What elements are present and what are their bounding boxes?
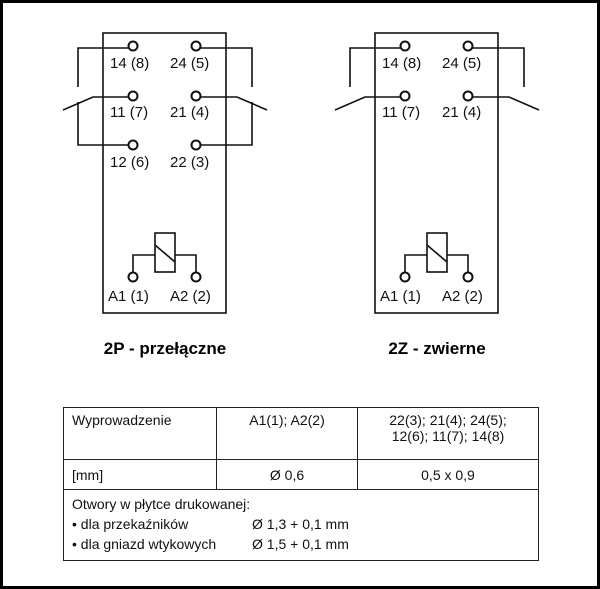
pin-12 [127,139,139,151]
cell-line: 12(6); 11(7); 14(8) [391,428,505,444]
coil-icon [127,232,202,283]
note-value: Ø 1,3 + 0,1 mm [252,516,349,532]
pin-label: 11 (7) [382,104,420,121]
notes-cell: Otwory w płytce drukowanej: • dla przeka… [63,489,539,561]
note-line: • dla przekaźników Ø 1,3 + 0,1 mm [72,514,530,534]
coil-label: A1 (1) [108,288,149,305]
diagram-2z: 14 (8) 24 (5) 11 (7) 21 (4) A1 (1) A2 (2… [334,32,540,358]
table-cell: A1(1); A2(2) [216,407,358,460]
note-label: • dla przekaźników [72,516,189,532]
coil-label: A2 (2) [170,288,211,305]
relay-body [102,32,227,314]
pin-label: 24 (5) [170,55,209,72]
contact-1-wiring [62,47,133,146]
caption-2p: 2P - przełączne [104,339,227,358]
coil-label: A2 (2) [442,288,483,305]
contact-1-wiring [334,47,405,111]
note-value: Ø 1,5 + 0,1 mm [252,536,349,552]
pin-24 [462,40,474,52]
caption-2z: 2Z - zwierne [388,339,485,358]
relay-body [374,32,499,314]
table-row: Wyprowadzenie A1(1); A2(2) 22(3); 21(4);… [63,407,539,460]
pin-24 [190,40,202,52]
note-label: • dla gniazd wtykowych [72,536,217,552]
table-cell: [mm] [63,459,217,490]
pin-label: 14 (8) [110,55,149,72]
coil-icon [399,232,474,283]
note-title: Otwory w płytce drukowanej: [72,496,251,512]
pin-label: 14 (8) [382,55,421,72]
pin-11 [399,90,411,102]
pin-label: 22 (3) [170,154,209,171]
table-row: Otwory w płytce drukowanej: • dla przeka… [63,489,539,561]
pin-label: 21 (4) [442,104,481,121]
pin-label: 12 (6) [110,154,149,171]
pin-21 [190,90,202,102]
pin-label: 24 (5) [442,55,481,72]
table-cell: Ø 0,6 [216,459,358,490]
table-row: [mm] Ø 0,6 0,5 x 0,9 [63,459,539,490]
pin-22 [190,139,202,151]
note-line: • dla gniazd wtykowych Ø 1,5 + 0,1 mm [72,534,530,554]
coil-label: A1 (1) [380,288,421,305]
contact-2-wiring [196,47,268,146]
pin-dimensions-table: Wyprowadzenie A1(1); A2(2) 22(3); 21(4);… [63,407,539,561]
table-cell: 0,5 x 0,9 [357,459,539,490]
table-cell: Wyprowadzenie [63,407,217,460]
pin-14 [127,40,139,52]
pin-21 [462,90,474,102]
pin-11 [127,90,139,102]
pin-label: 11 (7) [110,104,148,121]
table-cell: 22(3); 21(4); 24(5); 12(6); 11(7); 14(8) [357,407,539,460]
pin-label: 21 (4) [170,104,209,121]
cell-line: 22(3); 21(4); 24(5); [389,412,507,428]
diagram-2p: 14 (8) 24 (5) 11 (7) 21 (4) 12 (6) 22 (3… [62,32,268,358]
contact-2-wiring [468,47,540,111]
pin-14 [399,40,411,52]
